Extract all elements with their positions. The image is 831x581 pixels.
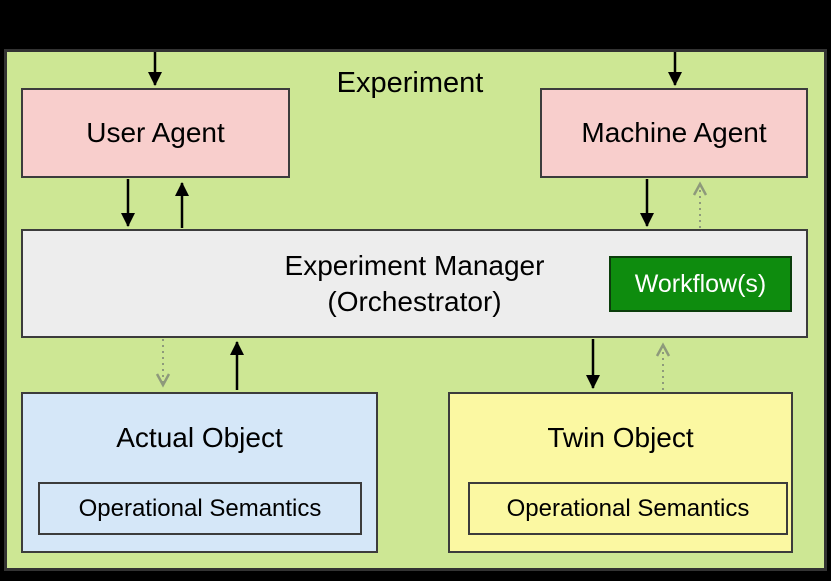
node-user-agent: User Agent bbox=[21, 88, 290, 178]
machine-agent-label: Machine Agent bbox=[581, 117, 767, 148]
experiment-title: Experiment bbox=[336, 67, 484, 99]
actual-object-label: Actual Object bbox=[116, 422, 283, 453]
node-experiment-manager: Experiment Manager (Orchestrator) Workfl… bbox=[21, 229, 808, 338]
workflow-label: Workflow(s) bbox=[634, 270, 767, 298]
manager-label-line1: Experiment Manager bbox=[284, 249, 545, 281]
node-actual-operational-semantics: Operational Semantics bbox=[38, 482, 362, 535]
twin-object-label: Twin Object bbox=[547, 422, 694, 453]
manager-label-line2: (Orchestrator) bbox=[327, 285, 502, 317]
node-machine-agent: Machine Agent bbox=[540, 88, 808, 178]
user-agent-label: User Agent bbox=[86, 117, 225, 148]
node-twin-operational-semantics: Operational Semantics bbox=[468, 482, 788, 535]
node-actual-object: Actual Object Operational Semantics bbox=[21, 392, 378, 553]
node-twin-object: Twin Object Operational Semantics bbox=[448, 392, 793, 553]
node-workflow: Workflow(s) bbox=[609, 256, 792, 312]
